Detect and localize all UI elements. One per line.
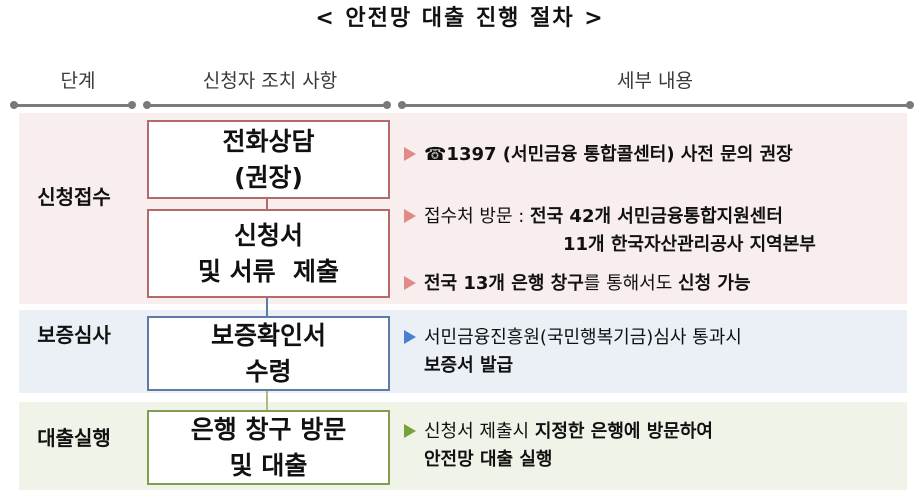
detail-bank-branches: 전국 13개 은행 창구를 통해서도 신청 가능 (404, 270, 751, 298)
header-divider-details (398, 101, 914, 109)
header-divider-action (143, 101, 391, 109)
detail-text: 전국 42개 서민금융통합지원센터 (530, 206, 783, 227)
step-line: (권장) (234, 162, 303, 192)
step-line: 보증확인서 (210, 320, 326, 350)
detail-text: 를 통해서도 (583, 273, 679, 294)
stage-label-loan-execution: 대출실행 (37, 426, 111, 450)
connector-line (266, 391, 268, 410)
header-divider-stage (10, 101, 136, 109)
detail-visit-locations: 접수처 방문 : 전국 42개 서민금융통합지원센터 11개 한국자산관리공사 … (404, 203, 816, 259)
detail-text: 안전망 대출 실행 (424, 449, 553, 470)
detail-text: 신청 가능 (678, 273, 751, 294)
detail-loan-execution: 신청서 제출시 지정한 은행에 방문하여 안전망 대출 실행 (404, 418, 713, 474)
phone-icon: ☎ (424, 144, 447, 165)
triangle-bullet-icon (404, 330, 416, 344)
triangle-bullet-icon (404, 424, 416, 438)
step-box-receive-guarantee: 보증확인서 수령 (147, 316, 390, 391)
step-box-bank-visit-loan: 은행 창구 방문 및 대출 (147, 410, 390, 485)
header-details: 세부 내용 (617, 70, 693, 92)
triangle-bullet-icon (404, 147, 416, 161)
detail-guarantee-review: 서민금융진흥원(국민행복기금)심사 통과시 보증서 발급 (404, 324, 742, 380)
step-line: 은행 창구 방문 (190, 414, 347, 444)
detail-phone-inquiry: ☎1397 (서민금융 통합콜센터) 사전 문의 권장 (404, 141, 793, 169)
step-line: 및 대출 (229, 450, 308, 480)
step-line: 전화상담 (222, 126, 315, 156)
connector-line (266, 199, 268, 209)
detail-text: 서민금융진흥원(국민행복기금)심사 통과시 (424, 327, 742, 348)
step-line: 및 서류 제출 (197, 256, 340, 286)
header-stage: 단계 (60, 70, 96, 92)
detail-text: 접수처 방문 : (424, 206, 531, 227)
detail-text: 지정한 은행에 방문하여 (534, 421, 713, 442)
triangle-bullet-icon (404, 209, 416, 223)
step-line: 수령 (245, 356, 292, 386)
triangle-bullet-icon (404, 276, 416, 290)
stage-label-guarantee-review: 보증심사 (37, 323, 111, 347)
page-title: < 안전망 대출 진행 절차 > (315, 6, 605, 31)
connector-line (266, 298, 268, 316)
step-line: 신청서 (233, 220, 303, 250)
detail-text: 11개 한국자산관리공사 지역본부 (563, 234, 816, 255)
step-box-submit-application: 신청서 및 서류 제출 (147, 209, 390, 298)
detail-text: 보증서 발급 (424, 355, 514, 376)
header-applicant-action: 신청자 조치 사항 (202, 70, 338, 92)
detail-text: 신청서 제출시 (424, 421, 535, 442)
step-box-phone-consultation: 전화상담 (권장) (147, 120, 390, 199)
stage-label-application: 신청접수 (37, 185, 111, 209)
detail-text: 1397 (서민금융 통합콜센터) 사전 문의 권장 (446, 144, 793, 165)
detail-text: 전국 13개 은행 창구 (424, 273, 584, 294)
